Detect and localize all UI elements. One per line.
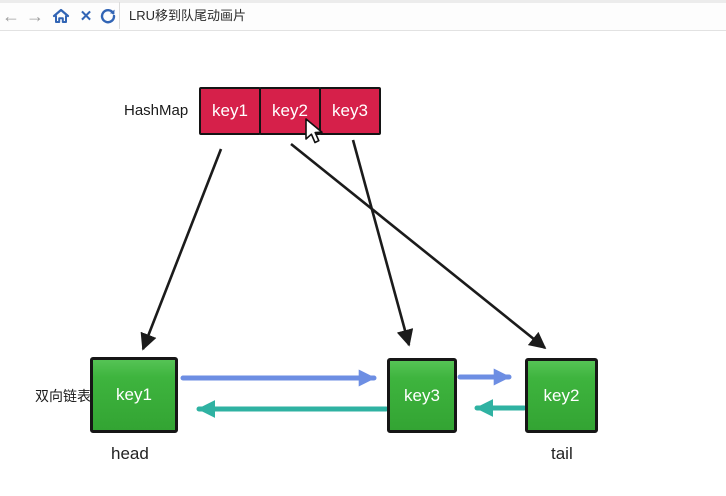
refresh-button[interactable] (98, 3, 118, 29)
page-title: LRU移到队尾动画片 (129, 8, 247, 23)
list-node-key2: key2 (525, 358, 598, 433)
hashmap-cell-key1[interactable]: key1 (199, 87, 261, 135)
browser-toolbar: ← → ✕ LRU移到队尾动画片 (0, 0, 726, 31)
home-button[interactable] (51, 3, 71, 29)
close-icon: ✕ (79, 7, 93, 25)
mouse-cursor-icon (305, 118, 323, 144)
back-button[interactable]: ← (2, 3, 20, 29)
home-icon (52, 8, 70, 23)
list-node-key3: key3 (387, 358, 457, 433)
tail-label: tail (551, 444, 573, 463)
lru-diagram: HashMap key1 key2 key3 双向链表 key1 (0, 31, 726, 496)
list-node-key1: key1 (90, 357, 178, 433)
pointer-redkey1-to-node-key1 (140, 148, 223, 351)
head-label: head (111, 444, 149, 463)
back-arrow-icon: ← (2, 6, 20, 26)
hashmap-row: key1 key2 key3 (199, 87, 381, 135)
hashmap-label: HashMap (124, 102, 189, 119)
linked-list-label: 双向链表 (35, 388, 91, 404)
forward-arrow-icon: → (26, 6, 44, 26)
hashmap-cell-key3[interactable]: key3 (319, 87, 381, 135)
refresh-icon (100, 9, 116, 24)
forward-button[interactable]: → (26, 3, 44, 29)
hashmap-cell-key2[interactable]: key2 (259, 87, 321, 135)
pointer-redkey3-to-node-key3 (351, 139, 414, 347)
toolbar-separator (119, 2, 120, 29)
pointer-redkey2-to-node-key2 (290, 142, 547, 350)
close-button[interactable]: ✕ (77, 3, 95, 29)
